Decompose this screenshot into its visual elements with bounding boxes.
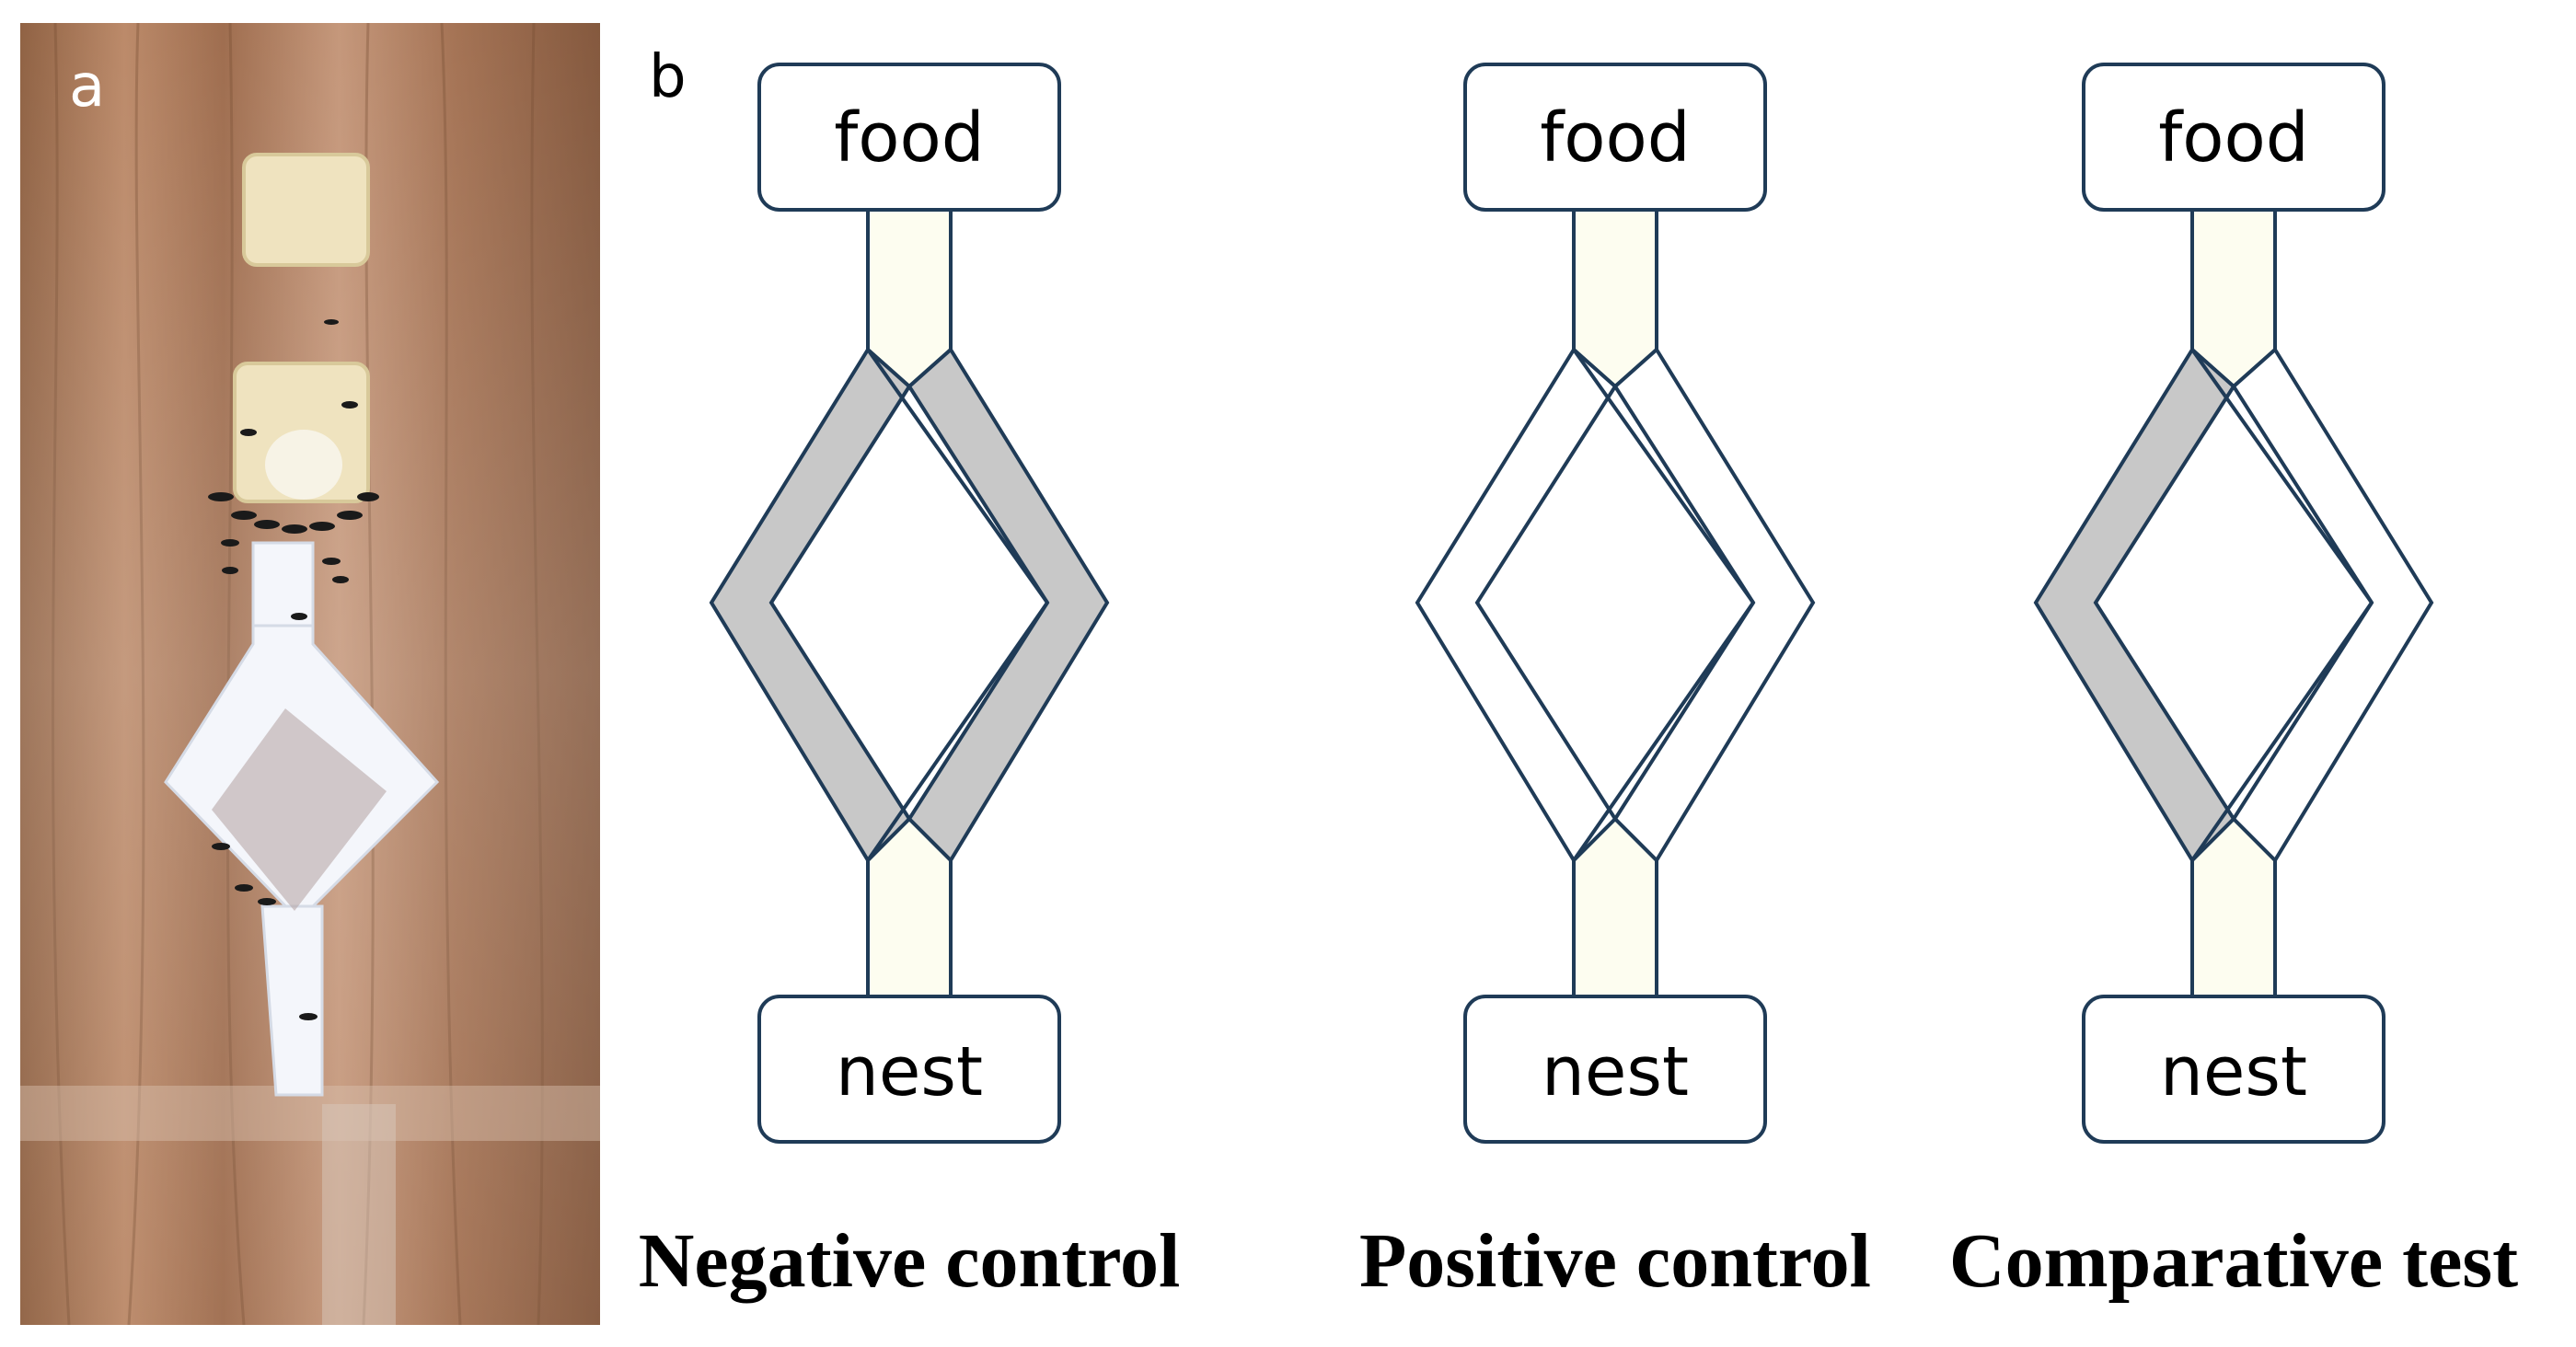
panel-a-photo: a bbox=[20, 23, 600, 1325]
fork-line-bottom bbox=[1572, 601, 1755, 862]
glass-support bbox=[322, 1104, 396, 1325]
right-arm bbox=[907, 346, 1110, 864]
right-arm bbox=[2231, 346, 2434, 864]
nest-box bbox=[2082, 995, 2385, 1144]
fork-line-top bbox=[2190, 348, 2374, 604]
fork-line-bottom bbox=[866, 601, 1049, 862]
food-box bbox=[2082, 63, 2385, 212]
panel-b-label: b bbox=[649, 43, 687, 111]
food-label: food bbox=[834, 98, 985, 178]
nest-box bbox=[1463, 995, 1767, 1144]
caption-negative-control: Negative control bbox=[639, 1218, 1181, 1304]
caption-positive-control: Positive control bbox=[1359, 1218, 1871, 1304]
left-arm bbox=[2033, 346, 2236, 864]
food-box bbox=[757, 63, 1061, 212]
food-box bbox=[1463, 63, 1767, 212]
fork-line-bottom bbox=[2190, 601, 2374, 862]
panel-a-label: a bbox=[69, 52, 105, 121]
fork-line-top bbox=[1572, 348, 1755, 604]
nest-label: nest bbox=[1542, 1032, 1689, 1111]
caption-comparative-test: Comparative test bbox=[1949, 1218, 2518, 1304]
cotton-bait bbox=[265, 430, 342, 500]
ants-on-bridge bbox=[212, 613, 318, 1020]
nest-box bbox=[757, 995, 1061, 1144]
right-arm bbox=[1612, 346, 1816, 864]
left-arm bbox=[709, 346, 912, 864]
food-label: food bbox=[2158, 98, 2309, 178]
food-container-top bbox=[242, 153, 370, 267]
bridge-gap bbox=[212, 708, 387, 911]
fork-line-top bbox=[866, 348, 1049, 604]
nest-label: nest bbox=[836, 1032, 983, 1111]
nest-label: nest bbox=[2160, 1032, 2307, 1111]
food-label: food bbox=[1540, 98, 1691, 178]
left-arm bbox=[1415, 346, 1618, 864]
